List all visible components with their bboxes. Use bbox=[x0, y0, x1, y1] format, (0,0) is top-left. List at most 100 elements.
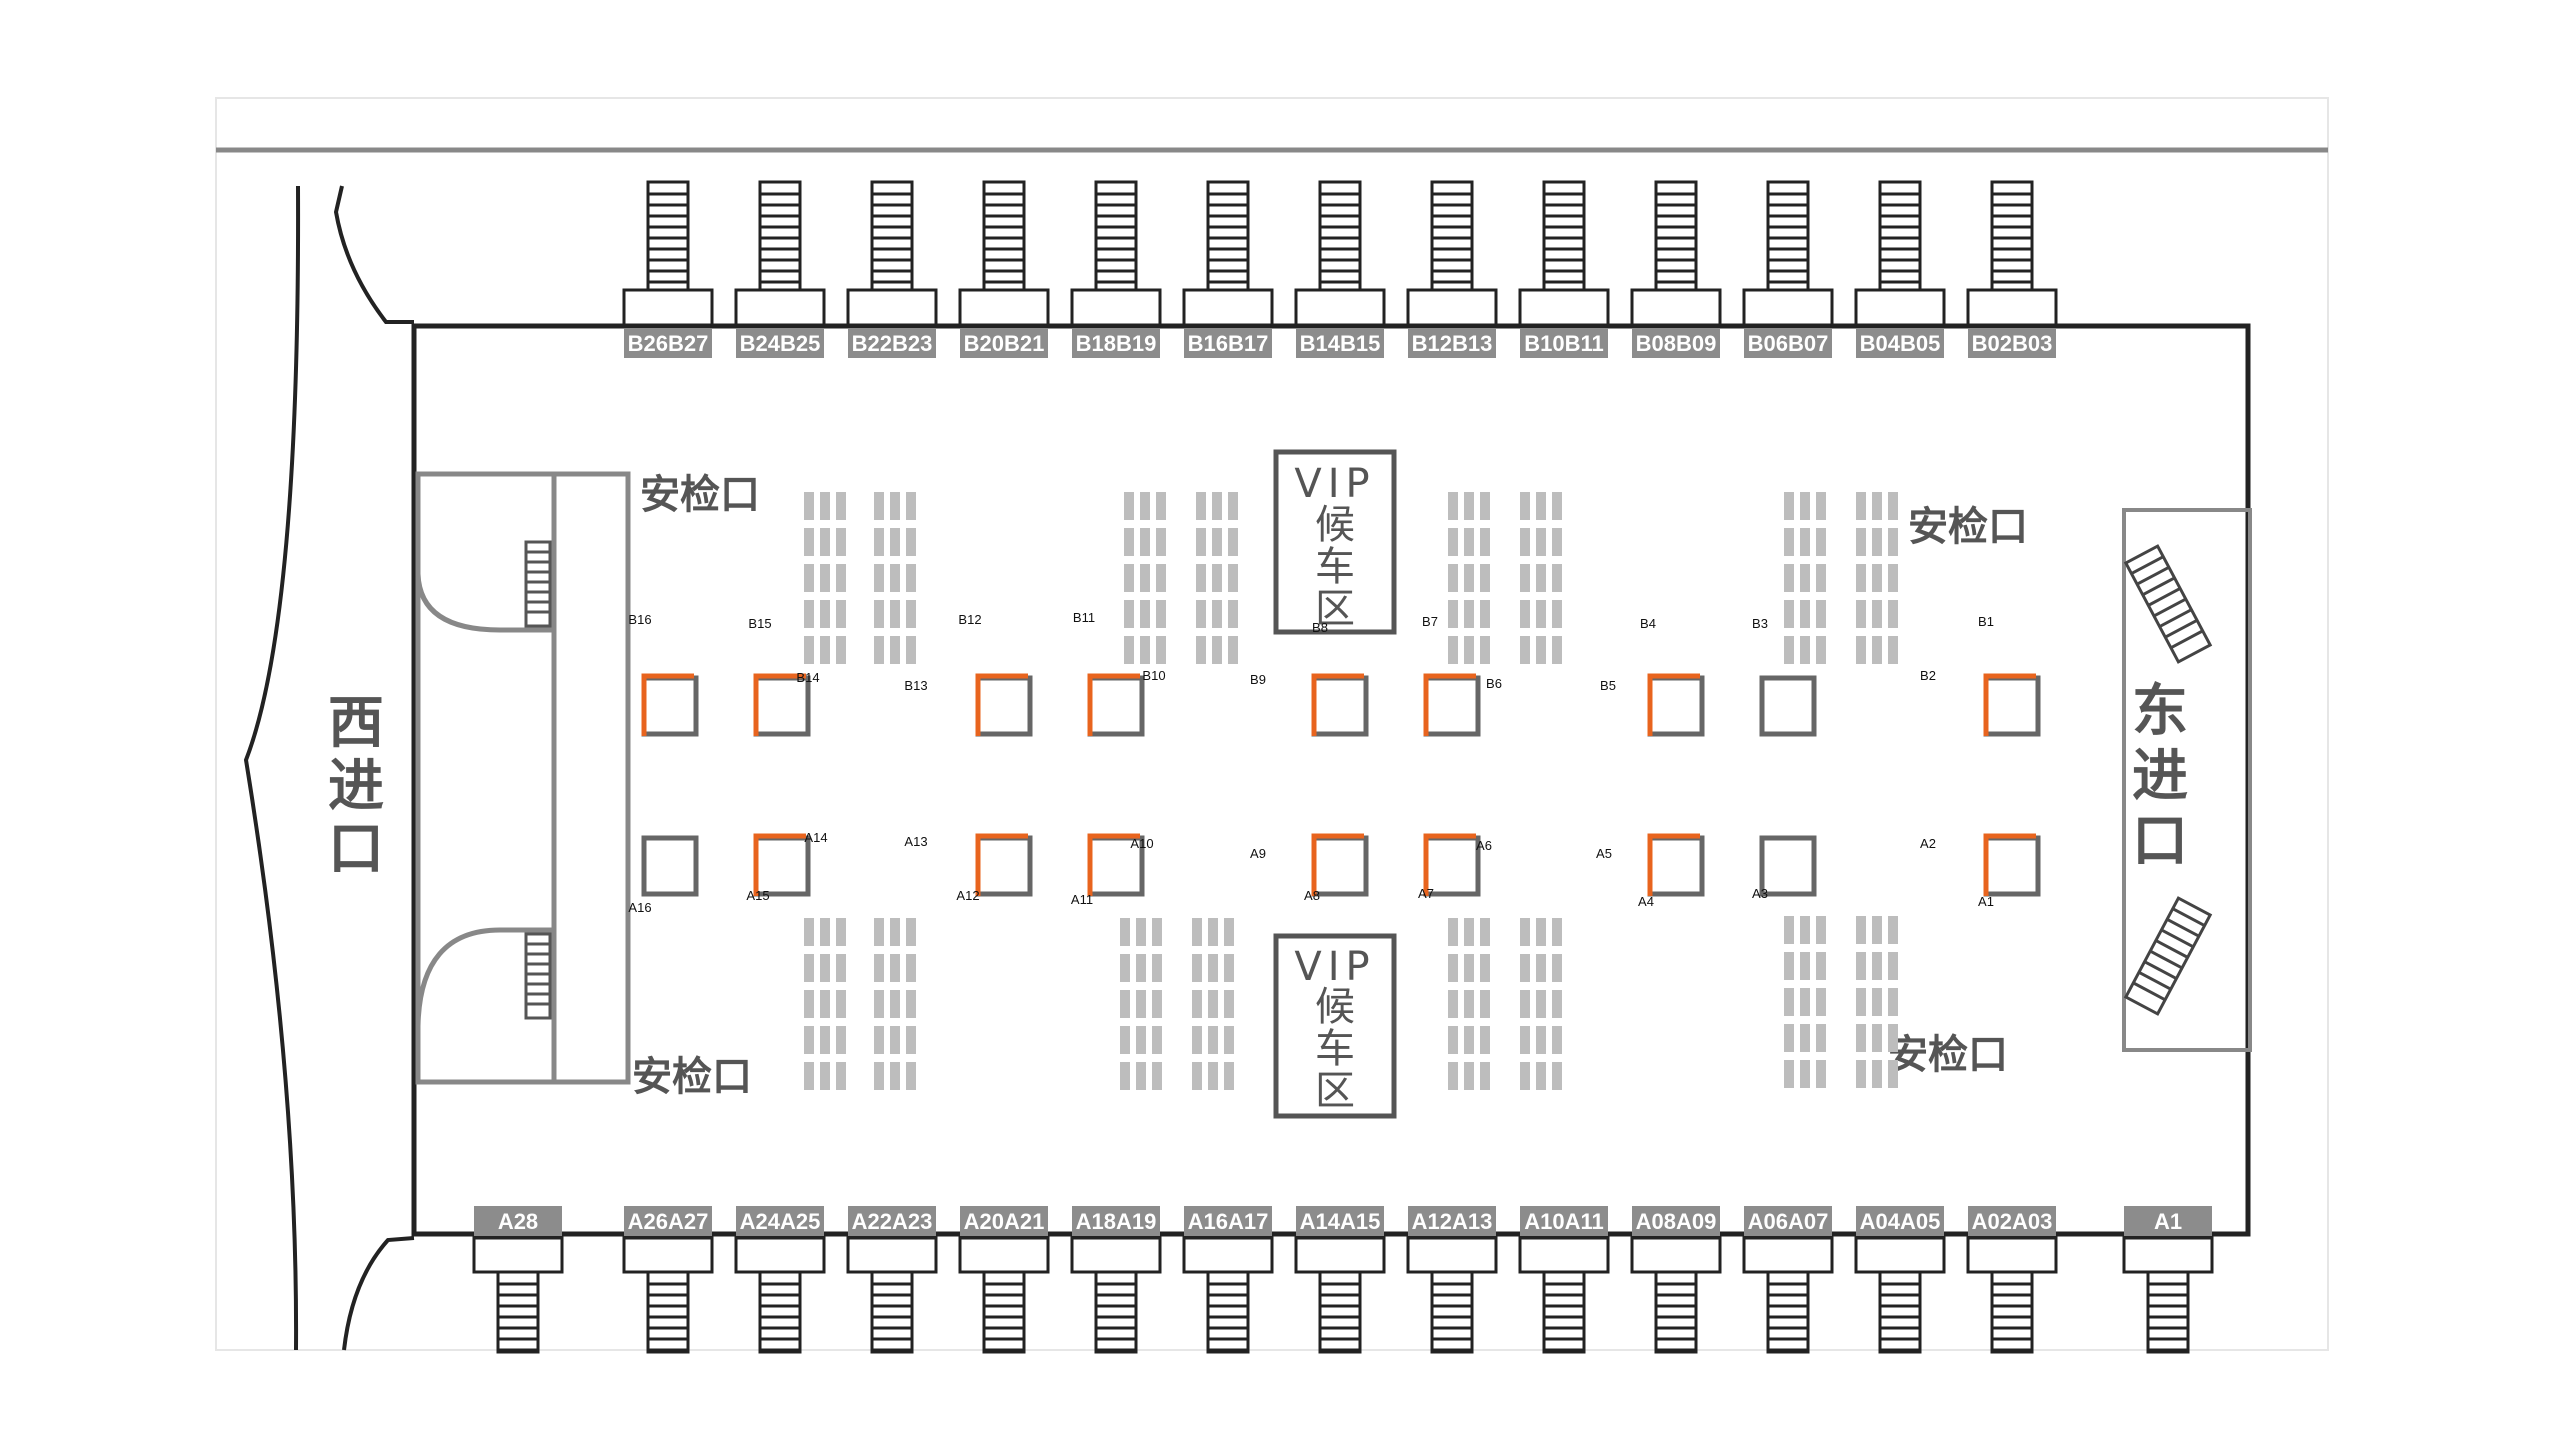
seat bbox=[1816, 1060, 1826, 1088]
gate-label: A06A07 bbox=[1748, 1209, 1829, 1234]
gate-platform bbox=[1070, 288, 1162, 328]
gate-label-bg bbox=[736, 328, 824, 358]
security-check-west-top: 安检口 bbox=[640, 472, 760, 518]
seat bbox=[1816, 636, 1826, 664]
seat bbox=[890, 1026, 900, 1054]
a-counter-label: A16 bbox=[628, 900, 651, 915]
check-counter bbox=[753, 833, 811, 897]
gate-label: B24B25 bbox=[740, 331, 821, 356]
top-gate-B18B19: B18B19 bbox=[1070, 180, 1162, 358]
gate-stairs bbox=[1878, 1270, 1922, 1354]
check-counter bbox=[1423, 673, 1481, 737]
gate-label-bg bbox=[1632, 1206, 1720, 1236]
gate-platform bbox=[472, 1236, 564, 1274]
svg-text:车: 车 bbox=[1315, 1026, 1355, 1072]
bottom-gate-A10A11: A10A11 bbox=[1518, 1206, 1610, 1354]
seat bbox=[1536, 600, 1546, 628]
seat bbox=[820, 492, 830, 520]
bottom-gate-A04A05: A04A05 bbox=[1854, 1206, 1946, 1354]
seat bbox=[1520, 528, 1530, 556]
gate-label: B18B19 bbox=[1076, 331, 1157, 356]
seat bbox=[820, 564, 830, 592]
seat bbox=[1888, 916, 1898, 944]
seat bbox=[1816, 1024, 1826, 1052]
seat-block bbox=[874, 492, 916, 664]
seat bbox=[1872, 636, 1882, 664]
gate-label: A14A15 bbox=[1300, 1209, 1381, 1234]
seat bbox=[836, 918, 846, 946]
seat bbox=[1520, 564, 1530, 592]
bottom-gate-A28: A28 bbox=[472, 1206, 564, 1354]
top-gate-B04B05: B04B05 bbox=[1854, 180, 1946, 358]
seat bbox=[906, 1062, 916, 1090]
seat bbox=[820, 1062, 830, 1090]
seat bbox=[1784, 952, 1794, 980]
b-counter-label: B10 bbox=[1142, 668, 1165, 683]
seat bbox=[1800, 636, 1810, 664]
seat bbox=[1800, 952, 1810, 980]
seat bbox=[1800, 492, 1810, 520]
gate-platform bbox=[1182, 1236, 1274, 1274]
seat bbox=[1124, 636, 1134, 664]
east-entrance-char-2: 进 bbox=[2132, 744, 2188, 809]
west-escalator-top bbox=[524, 540, 552, 628]
seat bbox=[1228, 528, 1238, 556]
seat bbox=[1480, 564, 1490, 592]
gate-stairs bbox=[2146, 1270, 2190, 1354]
gate-label: A28 bbox=[498, 1209, 538, 1234]
seat bbox=[1480, 636, 1490, 664]
a-counter-label: A1 bbox=[1978, 894, 1994, 909]
seat bbox=[1816, 988, 1826, 1016]
seat bbox=[804, 918, 814, 946]
seat bbox=[1888, 600, 1898, 628]
seat bbox=[1800, 988, 1810, 1016]
gate-label-bg bbox=[736, 1206, 824, 1236]
seat bbox=[1224, 954, 1234, 982]
seat bbox=[1872, 528, 1882, 556]
seat bbox=[1856, 564, 1866, 592]
seat bbox=[1152, 954, 1162, 982]
seat bbox=[1120, 954, 1130, 982]
seat bbox=[1536, 1062, 1546, 1090]
gate-platform bbox=[1742, 1236, 1834, 1274]
seat-block bbox=[1856, 916, 1898, 1088]
seat bbox=[804, 954, 814, 982]
seat bbox=[1872, 492, 1882, 520]
seat bbox=[1464, 918, 1474, 946]
gate-label-bg bbox=[1520, 1206, 1608, 1236]
seat bbox=[1872, 600, 1882, 628]
gate-platform bbox=[1966, 1236, 2058, 1274]
seat bbox=[1784, 528, 1794, 556]
seat bbox=[906, 564, 916, 592]
seat bbox=[804, 492, 814, 520]
seat bbox=[890, 990, 900, 1018]
seat bbox=[1816, 916, 1826, 944]
seat bbox=[1208, 1062, 1218, 1090]
seat bbox=[1208, 918, 1218, 946]
seat bbox=[1520, 918, 1530, 946]
a-counter-label: A15 bbox=[746, 888, 769, 903]
gate-stairs bbox=[870, 180, 914, 292]
seat bbox=[1536, 492, 1546, 520]
seat bbox=[1856, 1060, 1866, 1088]
seat bbox=[1520, 1062, 1530, 1090]
b-counter-label: B4 bbox=[1640, 616, 1656, 631]
seat bbox=[836, 1026, 846, 1054]
gate-stairs bbox=[1878, 180, 1922, 292]
b-counter-label: B6 bbox=[1486, 676, 1502, 691]
seat-block bbox=[874, 918, 916, 1090]
a-counter-label: A13 bbox=[904, 834, 927, 849]
seat bbox=[1784, 564, 1794, 592]
gate-stairs bbox=[1990, 180, 2034, 292]
gate-stairs bbox=[646, 1270, 690, 1354]
seat bbox=[906, 528, 916, 556]
seat bbox=[804, 990, 814, 1018]
b-counter-label: B13 bbox=[904, 678, 927, 693]
seat bbox=[1448, 990, 1458, 1018]
seat bbox=[1552, 1026, 1562, 1054]
seat bbox=[1536, 918, 1546, 946]
check-counter bbox=[1983, 833, 2041, 897]
seat bbox=[1480, 918, 1490, 946]
west-entrance-char-2: 进 bbox=[328, 754, 384, 819]
